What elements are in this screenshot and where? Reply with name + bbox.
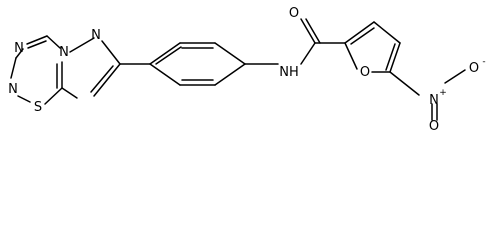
- atom-label-o-carbonyl: O: [289, 6, 299, 21]
- atom-label-s-td: S: [34, 100, 42, 115]
- atom-labels: N N N N S NH O O N + O - O: [8, 6, 485, 134]
- atom-label-n-tz1: N: [14, 41, 24, 56]
- atom-label-n-tz2: N: [8, 82, 18, 97]
- atom-label-o-nitro-single: O: [469, 61, 479, 76]
- charge-minus: -: [482, 57, 485, 67]
- atom-label-n-tz-bridge: N: [59, 45, 69, 60]
- atom-label-o-nitro-double: O: [429, 119, 439, 134]
- atom-label-n-nitro: N: [429, 93, 439, 108]
- charge-plus: +: [439, 88, 447, 98]
- atom-label-nh: NH: [279, 65, 299, 80]
- molecule-diagram: N N N N S NH O O N + O - O: [8, 6, 485, 134]
- atom-label-o-furan: O: [360, 65, 370, 80]
- atom-label-n-td: N: [91, 28, 101, 43]
- bond-lines: [10, 18, 466, 121]
